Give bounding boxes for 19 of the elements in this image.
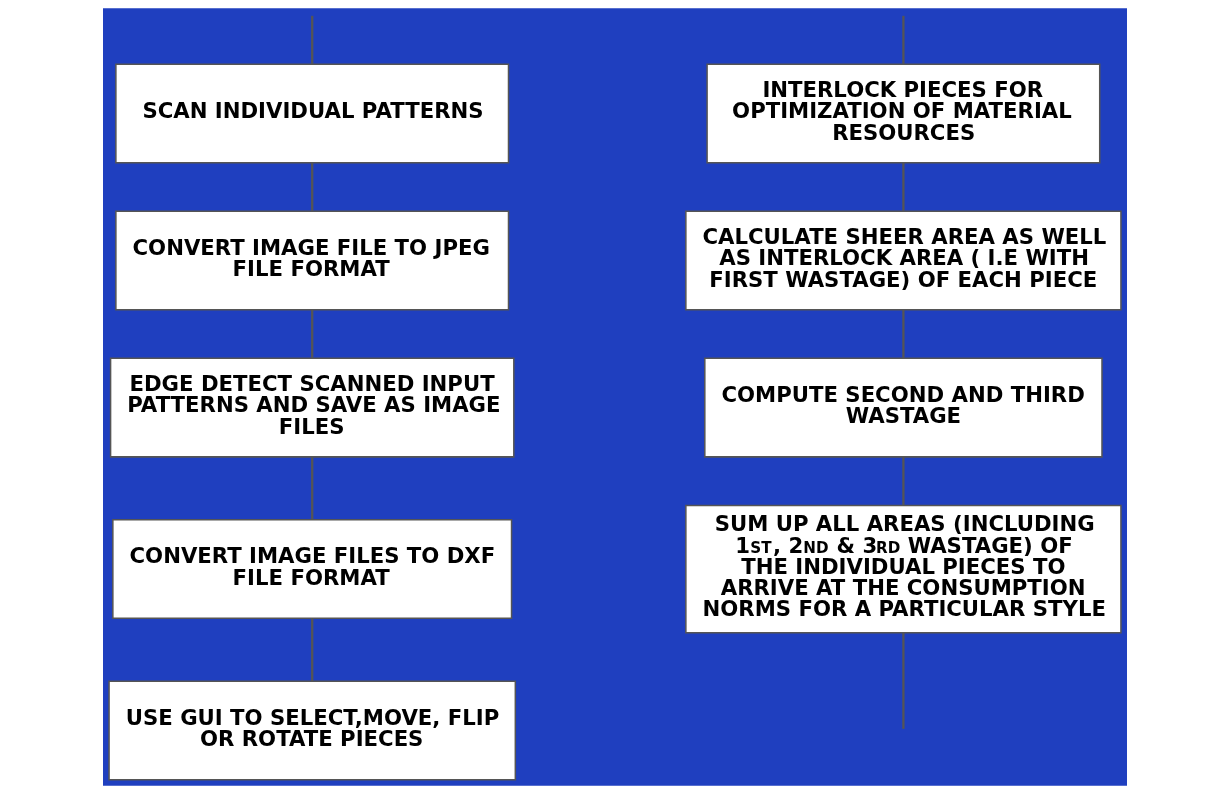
connector bbox=[311, 457, 314, 520]
node-box: COMPUTE SECOND AND THIRD WASTAGE bbox=[704, 357, 1103, 458]
node-box: EDGE DETECT SCANNED INPUT PATTERNS AND SAVE AS IMAGE FILES bbox=[109, 357, 515, 458]
connector bbox=[902, 15, 905, 64]
connector bbox=[902, 310, 905, 358]
connector bbox=[902, 163, 905, 211]
node-box: CALCULATE SHEER AREA AS WELL AS INTERLOCK AREA ( I.E WITH FIRST WASTAGE) OF EACH PIECE bbox=[685, 210, 1122, 311]
connector bbox=[311, 618, 314, 682]
connector bbox=[311, 15, 314, 64]
node-box: SCAN INDIVIDUAL PATTERNS bbox=[115, 63, 510, 164]
node-box: CONVERT IMAGE FILE TO JPEG FILE FORMAT bbox=[115, 210, 510, 311]
connector bbox=[311, 163, 314, 211]
node-box: CONVERT IMAGE FILES TO DXF FILE FORMAT bbox=[112, 519, 513, 620]
node-box: SUM UP ALL AREAS (INCLUDING 1ST, 2ND & 3RD WASTAGE) OF THE INDIVIDUAL PIECES TO ARRIVE AT THE CONSUMPTION NORMS FOR A PARTICULAR STYLE bbox=[685, 504, 1122, 634]
node-box: USE GUI TO SELECT,MOVE, FLIP OR ROTATE PIECES bbox=[108, 680, 517, 781]
connector bbox=[902, 457, 905, 506]
connector bbox=[902, 632, 905, 729]
connector bbox=[311, 310, 314, 358]
node-box: INTERLOCK PIECES FOR OPTIMIZATION OF MATERIAL RESOURCES bbox=[706, 63, 1101, 164]
